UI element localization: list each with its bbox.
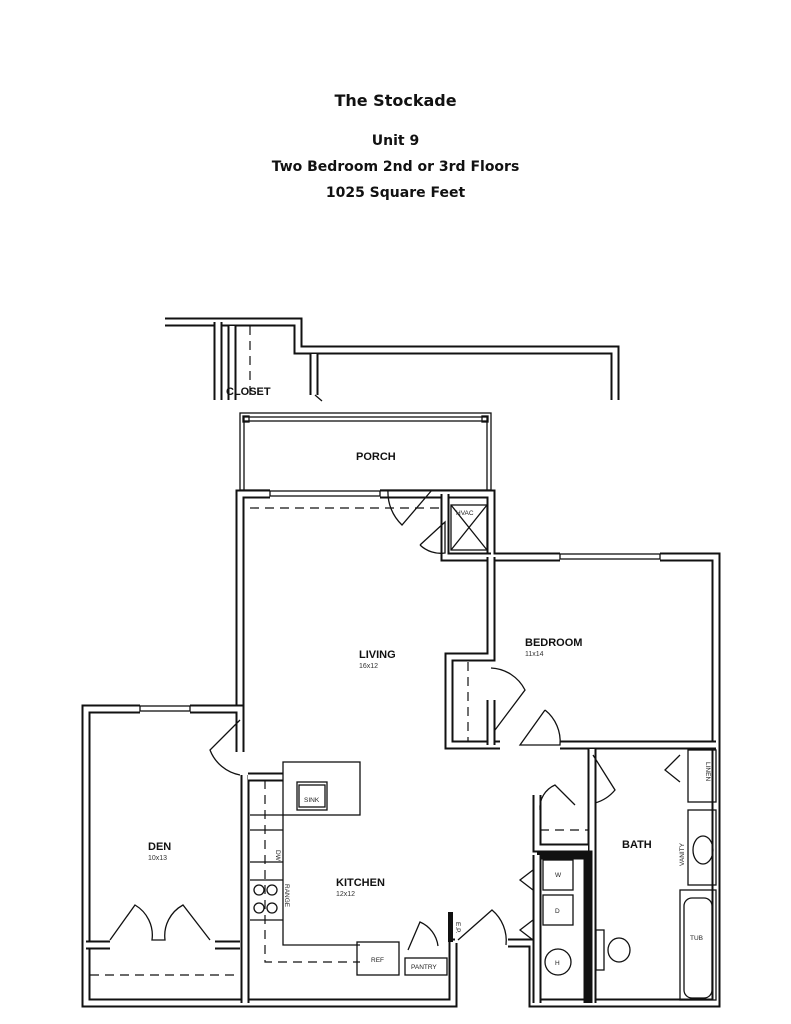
- unit-area: 1025 Square Feet: [325, 185, 466, 201]
- entry-doors: [387, 489, 446, 554]
- den-door: [209, 719, 241, 776]
- bedroom-label: BEDROOM: [525, 637, 582, 649]
- tub-label: TUB: [690, 935, 703, 942]
- bath-laundry: [518, 749, 717, 1003]
- den-size: 10x13: [148, 855, 167, 862]
- hvac-label: HVAC: [456, 510, 474, 517]
- dryer-label: D: [555, 908, 560, 915]
- bath-label: BATH: [622, 839, 652, 851]
- upper-walls: [165, 317, 620, 402]
- range-label: RANGE: [283, 884, 290, 908]
- porch-label: PORCH: [356, 451, 396, 463]
- living-size: 16x12: [359, 663, 378, 670]
- bedroom-size: 11x14: [525, 651, 544, 658]
- property-title: The Stockade: [334, 91, 457, 110]
- ref-label: REF: [371, 957, 384, 964]
- washer-label: W: [555, 872, 562, 879]
- pantry-label: PANTRY: [411, 964, 437, 971]
- ep-label: E.P.: [454, 922, 461, 934]
- linen-label: LINEN: [704, 762, 711, 781]
- heater-label: H: [555, 960, 560, 967]
- bedroom-walls: [444, 557, 716, 750]
- living-label: LIVING: [359, 649, 396, 661]
- closet-label: CLOSET: [226, 386, 271, 398]
- kitchen-label: KITCHEN: [336, 877, 385, 889]
- kitchen-size: 12x12: [336, 891, 355, 898]
- sink-label: SINK: [304, 797, 320, 804]
- hvac-closet: HVAC: [440, 494, 491, 562]
- unit-type: Two Bedroom 2nd or 3rd Floors: [271, 159, 520, 175]
- kitchen-counters: [250, 761, 507, 976]
- vanity-label: VANITY: [679, 842, 686, 866]
- dw-label: DW: [274, 850, 281, 862]
- den-label: DEN: [148, 841, 171, 853]
- unit-label: Unit 9: [371, 133, 420, 149]
- den-closet: [86, 904, 240, 976]
